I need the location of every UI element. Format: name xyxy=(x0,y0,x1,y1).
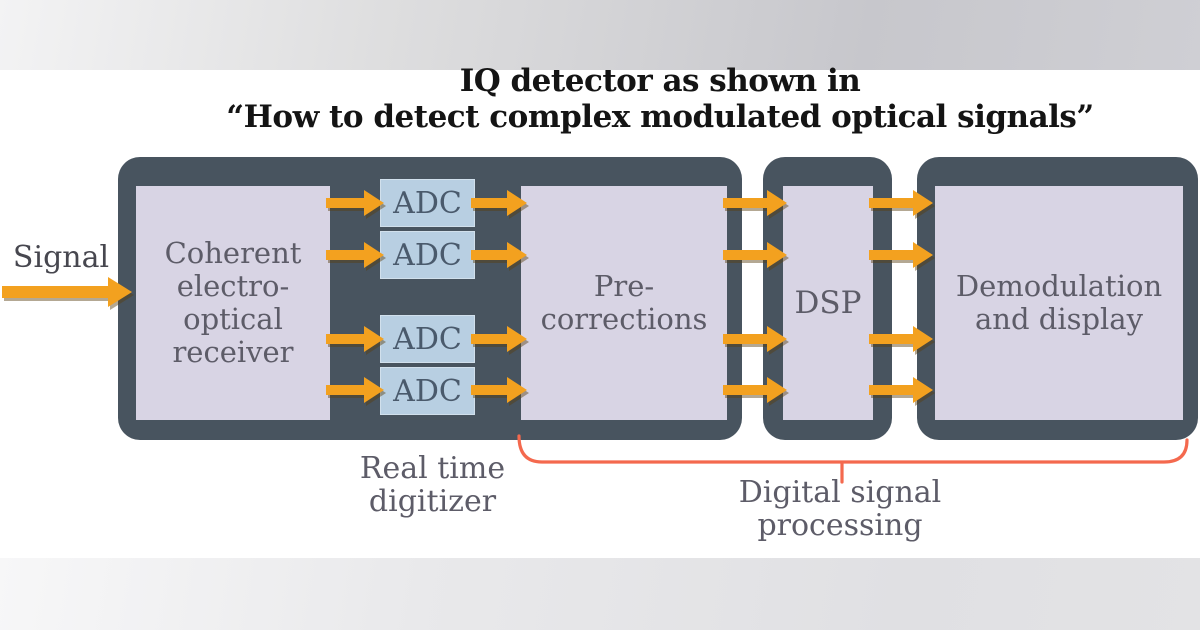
coherent-receiver-label: Coherent electro-optical receiver xyxy=(164,236,302,369)
flow-arrow-precorr-dsp-1-icon xyxy=(723,190,787,216)
flow-arrow-precorr-dsp-3-icon xyxy=(723,326,787,352)
precorrections-block: Pre-corrections xyxy=(521,186,727,420)
flow-arrow-receiver-adc3-icon xyxy=(326,326,384,352)
flow-arrow-dsp-demod-2-icon xyxy=(869,242,933,268)
flow-arrow-adc3-precorr-icon xyxy=(471,326,527,352)
signal-input-arrow-icon xyxy=(2,277,132,307)
flow-arrow-receiver-adc1-icon xyxy=(326,190,384,216)
demodulation-block: Demodulation and display xyxy=(935,186,1183,420)
adc-block-2: ADC xyxy=(380,231,475,279)
adc-label-2: ADC xyxy=(393,237,462,273)
top-gradient-band xyxy=(0,0,1200,70)
flow-arrow-receiver-adc4-icon xyxy=(326,377,384,403)
realtime-digitizer-caption: Real time digitizer xyxy=(359,451,506,519)
demodulation-label: Demodulation and display xyxy=(955,269,1163,336)
flow-arrow-precorr-dsp-4-icon xyxy=(723,377,787,403)
signal-label: Signal xyxy=(12,240,110,275)
digital-signal-processing-caption: Digital signal processing xyxy=(738,475,942,543)
bottom-gradient-band xyxy=(0,558,1200,630)
coherent-receiver-block: Coherent electro-optical receiver xyxy=(136,186,330,420)
dsp-block: DSP xyxy=(783,186,873,420)
flow-arrow-dsp-demod-4-icon xyxy=(869,377,933,403)
dsp-processing-brace-icon xyxy=(517,434,1189,484)
precorrections-label: Pre-corrections xyxy=(540,269,708,336)
adc-block-4: ADC xyxy=(380,367,475,415)
adc-label-1: ADC xyxy=(393,185,462,221)
flow-arrow-precorr-dsp-2-icon xyxy=(723,242,787,268)
flow-arrow-receiver-adc2-icon xyxy=(326,242,384,268)
adc-label-4: ADC xyxy=(393,373,462,409)
flow-arrow-adc2-precorr-icon xyxy=(471,242,527,268)
flow-arrow-adc4-precorr-icon xyxy=(471,377,527,403)
dsp-label: DSP xyxy=(794,284,862,321)
figure-title-line2: “How to detect complex modulated optical… xyxy=(226,99,1094,135)
flow-arrow-dsp-demod-3-icon xyxy=(869,326,933,352)
flow-arrow-adc1-precorr-icon xyxy=(471,190,527,216)
flow-arrow-dsp-demod-1-icon xyxy=(869,190,933,216)
figure-title-line1: IQ detector as shown in xyxy=(459,63,861,99)
figure-title: IQ detector as shown in “How to detect c… xyxy=(120,63,1200,135)
adc-block-3: ADC xyxy=(380,315,475,363)
adc-block-1: ADC xyxy=(380,179,475,227)
adc-label-3: ADC xyxy=(393,321,462,357)
